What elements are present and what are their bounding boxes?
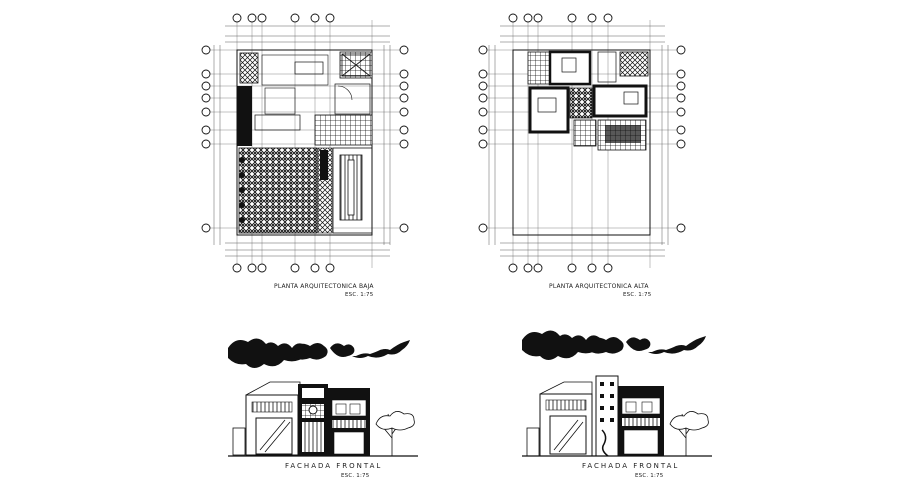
dimension-lines-top [488, 25, 669, 257]
bedroom-1 [548, 50, 592, 86]
axis-bubbles [478, 13, 686, 273]
stair [314, 114, 373, 146]
facade-left-scale: ESC. 1:75 [341, 473, 370, 479]
tree-left [375, 411, 415, 456]
plan-baja-scale: ESC. 1:75 [345, 292, 374, 298]
black-wall-left [237, 86, 252, 146]
facade-left [228, 338, 418, 457]
plan-alta-title: PLANTA ARQUITECTONICA ALTA [549, 283, 649, 290]
facade-right [522, 330, 712, 457]
garage [332, 147, 373, 234]
white-tower [595, 375, 619, 457]
facade-right-scale: ESC. 1:75 [635, 473, 664, 479]
facade-right-title: FACHADA FRONTAL [582, 462, 680, 470]
plan-alta-scale: ESC. 1:75 [623, 292, 652, 298]
plan-baja [201, 13, 409, 273]
dimension-lines-top [213, 25, 391, 257]
plan-baja-title: PLANTA ARQUITECTONICA BAJA [274, 283, 374, 290]
kitchen-dining [261, 54, 329, 86]
plan-alta-outline [512, 49, 651, 236]
cloud-silhouette [228, 338, 410, 368]
patio-paving [238, 147, 318, 234]
axis-bubbles [201, 13, 409, 273]
bedroom-3 [592, 84, 648, 118]
facade-left-title: FACHADA FRONTAL [285, 462, 383, 470]
shrubs [239, 157, 245, 223]
tree-right [669, 411, 709, 456]
bedroom-2 [528, 86, 570, 134]
cloud-silhouette [522, 330, 706, 360]
plan-alta [478, 13, 686, 273]
